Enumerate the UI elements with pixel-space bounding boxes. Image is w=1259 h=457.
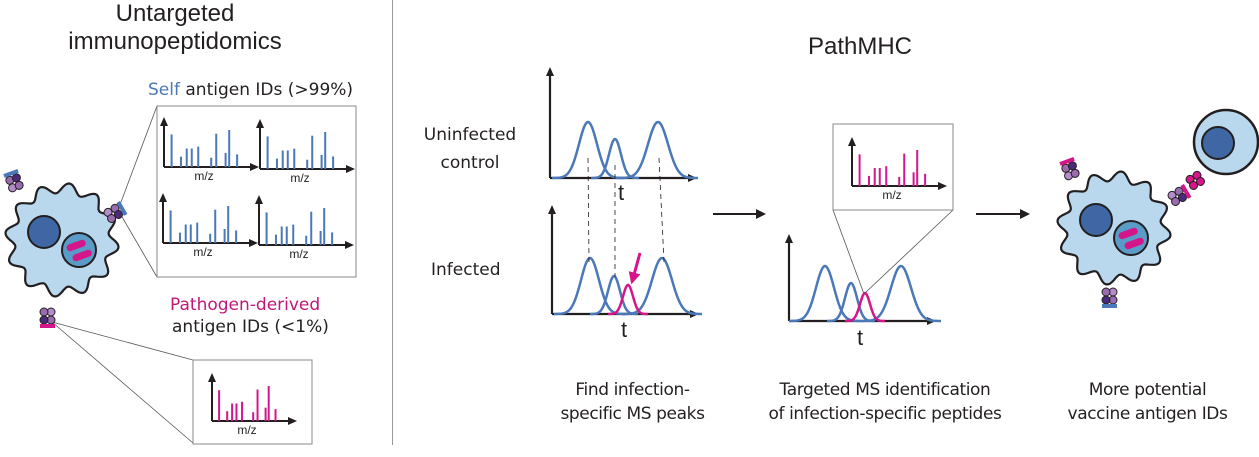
t-axis-label: t [618, 180, 624, 205]
step-caption-3: More potential vaccine antigen IDs [1040, 378, 1255, 426]
y-axis-arrow-icon [785, 234, 793, 243]
x-axis-arrow-icon [250, 163, 259, 171]
y-axis-arrow-icon [208, 373, 216, 382]
mhc-icon [3, 168, 24, 193]
chrom-peak [617, 120, 699, 180]
step1-line2: specific MS peaks [560, 404, 705, 424]
chromatogram-uninfected: t [546, 67, 699, 205]
tcr-icon [1185, 170, 1205, 190]
infection-specific-peak [607, 283, 649, 316]
peptide-icon [1102, 304, 1117, 308]
mhc-icon [103, 200, 128, 223]
mz-axis-label: m/z [193, 245, 212, 259]
mz-axis-label: m/z [882, 188, 901, 202]
pathogen-spectrum-group: m/z [208, 373, 297, 437]
y-axis-arrow-icon [548, 205, 556, 214]
t-cell-nucleus [1201, 126, 1235, 160]
pathogen-icon [1118, 227, 1138, 240]
self-antigen-label: Self antigen IDs (>99%) [148, 79, 353, 101]
highlight-arrow-icon [628, 252, 642, 285]
uninfected-line2: control [440, 153, 500, 173]
self-label-colored: Self [148, 80, 180, 100]
self-spectra-box [156, 105, 357, 278]
cell-membrane [4, 182, 120, 298]
pathogen-label-rest: antigen IDs (<1%) [172, 317, 329, 337]
y-axis-arrow-icon [255, 195, 263, 204]
left-title-line1: Untargeted [115, 0, 235, 27]
pathogen-vacuole [1113, 220, 1149, 256]
zoom-callout-self [117, 105, 158, 278]
step-caption-1: Find infection- specific MS peaks [540, 378, 725, 426]
left-title-line2: immunopeptidomics [68, 28, 282, 55]
left-panel-title: Untargeted immunopeptidomics [40, 0, 310, 56]
peak-alignment-lines [587, 157, 665, 277]
pathogen-label-colored: Pathogen-derived [170, 295, 321, 315]
y-axis-arrow-icon [546, 67, 554, 76]
zoom-callout-targeted [832, 209, 954, 295]
mhc-icon [39, 307, 56, 328]
step2-line2: of infection-specific peptides [768, 404, 1002, 424]
t-axis-label: t [621, 317, 627, 342]
cell-membrane [1056, 170, 1172, 286]
x-axis-arrow-icon [938, 182, 947, 190]
chrom-peak [589, 274, 639, 316]
mhc-icon [1101, 287, 1118, 308]
x-axis-arrow-icon [249, 239, 258, 247]
peptide-icon [1180, 183, 1192, 199]
antigen-presenting-cell-right [1056, 108, 1259, 308]
zoom-callout-pathogen [51, 321, 194, 444]
antigen-presenting-cell-left [3, 168, 128, 328]
y-axis-arrow-icon [848, 137, 856, 146]
panel-divider [392, 0, 393, 445]
x-axis-arrow-icon [288, 417, 297, 425]
pathogen-icon [72, 249, 92, 262]
y-axis-arrow-icon [160, 117, 168, 126]
uninfected-control-label: Uninfected control [420, 121, 520, 177]
self-spectra-group: m/z m/z m/z m/z [159, 117, 355, 261]
step-caption-2: Targeted MS identification of infection-… [735, 378, 1035, 426]
mz-axis-label: m/z [237, 423, 256, 437]
peptide-icon [3, 168, 19, 178]
nucleus [27, 215, 61, 249]
step3-line1: More potential [1088, 380, 1207, 400]
targeted-spectrum-group: m/z [848, 137, 947, 202]
uninfected-line1: Uninfected [423, 125, 517, 145]
step2-line1: Targeted MS identification [779, 380, 991, 400]
mz-axis-label: m/z [289, 247, 308, 261]
chrom-peak [621, 256, 703, 316]
peptide-icon [116, 200, 128, 216]
mz-axis-label: m/z [194, 169, 213, 183]
pathogen-vacuole [61, 232, 97, 268]
step1-line1: Find infection- [575, 380, 690, 400]
x-axis-arrow-icon [346, 165, 355, 173]
mhc-icon [1059, 156, 1080, 181]
y-axis-arrow-icon [256, 119, 264, 128]
t-axis-label: t [857, 325, 863, 350]
infected-label: Infected [431, 260, 501, 280]
pathmhc-title: PathMHC [807, 33, 913, 60]
mz-axis-label: m/z [290, 171, 309, 185]
pathogen-icon [66, 239, 86, 252]
x-axis-arrow-icon [345, 241, 354, 249]
y-axis-arrow-icon [159, 193, 167, 202]
peptide-icon [40, 324, 55, 328]
peptide-icon [1059, 156, 1075, 166]
chromatogram-infected: t [548, 205, 703, 342]
nucleus [1079, 203, 1113, 237]
self-label-rest: antigen IDs (>99%) [179, 80, 354, 100]
chrom-peak [860, 264, 942, 323]
chrom-peak [788, 264, 862, 323]
pathogen-icon [1124, 237, 1144, 250]
pathogen-antigen-label: Pathogen-derived antigen IDs (<1%) [170, 294, 329, 338]
mhc-icon [1167, 183, 1192, 206]
step3-line2: vaccine antigen IDs [1067, 404, 1228, 424]
chrom-peak [551, 120, 625, 180]
